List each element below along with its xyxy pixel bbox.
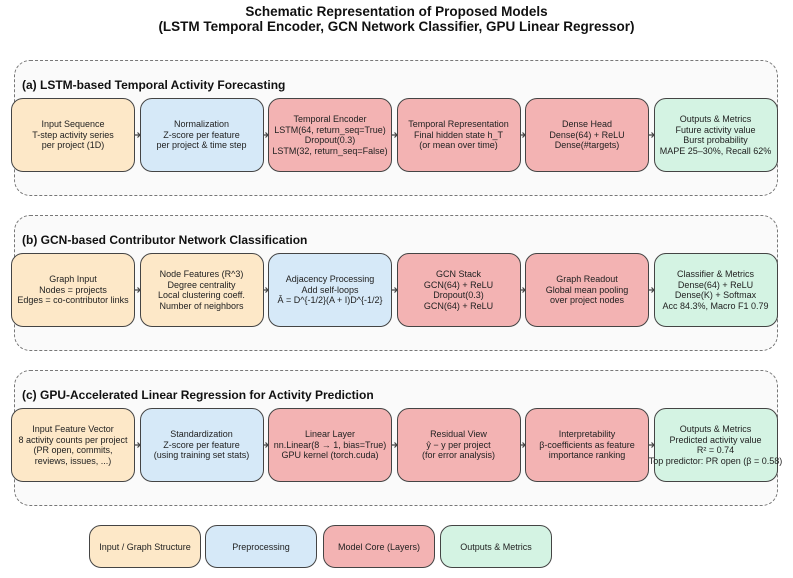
box-text-line: Future activity value (675, 124, 756, 135)
box-text-line: Degree centrality (167, 279, 236, 290)
diagram-title: Schematic Representation of Proposed Mod… (245, 4, 548, 19)
box-text-line: MAPE 25–30%, Recall 62% (659, 145, 772, 156)
box-text-line: Top predictor: PR open (β = 0.58) (648, 455, 783, 466)
panel-title: (a) LSTM-based Temporal Activity Forecas… (22, 78, 286, 92)
box-text-line: 8 activity counts per project (18, 434, 128, 445)
box-text-line: GCN(64) + ReLU (423, 279, 494, 290)
box-text-line: Node Features (R^3) (159, 269, 244, 279)
box-text-line: T-step activity series (32, 129, 114, 140)
box-text-line: (or mean over time) (419, 140, 498, 151)
box-text-line: GPU kernel (torch.cuda) (281, 450, 379, 461)
box-text-line: (for error analysis) (421, 450, 495, 461)
legend-item-core: Model Core (Layers) (323, 525, 435, 568)
box-text-line: Add self-loops (301, 284, 359, 295)
box-text-line: Dropout(0.3) (304, 135, 356, 145)
box-text-line: GCN Stack (435, 269, 481, 279)
box-text-line: Residual View (430, 429, 487, 440)
box-text-line: Standardization (170, 429, 233, 440)
box-text-line: Adjacency Processing (285, 274, 375, 285)
box-text-line: GCN(64) + ReLU (423, 300, 494, 311)
legend-item-pre: Preprocessing (205, 525, 317, 568)
legend-item-input: Input / Graph Structure (89, 525, 201, 568)
box-text-line: Interpretability (558, 429, 616, 440)
box-text-line: Outputs & Metrics (679, 424, 752, 434)
box-text-line: Global mean pooling (545, 284, 629, 295)
box-text-line: per project & time step (156, 140, 247, 151)
box-text-line: Outputs & Metrics (679, 114, 752, 124)
box-text-line: per project (1D) (41, 140, 105, 151)
box-text-line: importance ranking (548, 450, 626, 461)
legend-label: Outputs & Metrics (460, 541, 532, 552)
box-text-line: nn.Linear(8 → 1, bias=True) (273, 439, 387, 450)
box-text-line: Number of neighbors (159, 300, 244, 311)
box-text-line: Burst probability (683, 135, 748, 145)
box-text-line: Final hidden state h_T (413, 129, 504, 140)
box-text-line: β-coefficients as feature (539, 439, 635, 450)
box-text-line: Dense(64) + ReLU (549, 129, 625, 140)
box-text-line: R² = 0.74 (696, 445, 735, 455)
box-text-line: Input Feature Vector (32, 424, 114, 434)
legend-item-out: Outputs & Metrics (440, 525, 552, 568)
box-text-line: Local clustering coeff. (158, 290, 245, 300)
box-text-line: Dense(K) + Softmax (674, 290, 757, 300)
box-text-line: Graph Readout (556, 274, 618, 285)
box-text-line: Graph Input (49, 274, 97, 285)
legend-label: Input / Graph Structure (99, 541, 191, 552)
box-text-line: LSTM(32, return_seq=False) (272, 145, 388, 156)
box-text-line: Temporal Encoder (293, 114, 367, 124)
box-text-line: Classifier & Metrics (676, 269, 754, 279)
box-text-line: LSTM(64, return_seq=True) (274, 124, 386, 135)
diagram-subtitle: (LSTM Temporal Encoder, GCN Network Clas… (158, 19, 635, 34)
box-text-line: Edges = co-contributor links (17, 295, 129, 306)
box-text-line: reviews, issues, ...) (34, 455, 112, 466)
box-text-line: ŷ − y per project (426, 439, 491, 450)
box-text-line: Z-score per feature (163, 439, 240, 450)
box-text-line: (using training set stats) (153, 450, 250, 461)
box-text-line: Acc 84.3%, Macro F1 0.79 (662, 300, 769, 311)
legend-label: Preprocessing (232, 541, 290, 552)
box-text-line: Input Sequence (41, 119, 105, 130)
box-text-line: Dense Head (561, 119, 613, 130)
box-text-line: (PR open, commits, (33, 445, 113, 455)
box-text-line: Predicted activity value (669, 434, 762, 445)
box-text-line: Linear Layer (304, 429, 356, 440)
box-text-line: Nodes = projects (39, 284, 107, 295)
box-text-line: over project nodes (549, 295, 625, 306)
panel-title: (c) GPU-Accelerated Linear Regression fo… (22, 388, 374, 402)
box-text-line: Normalization (173, 119, 230, 130)
box-text-line: Â = D^{-1/2}(A + I)D^{-1/2} (277, 295, 383, 306)
legend-label: Model Core (Layers) (337, 541, 421, 552)
box-text-line: Temporal Representation (408, 119, 509, 130)
box-text-line: Dropout(0.3) (433, 290, 484, 300)
panel-title: (b) GCN-based Contributor Network Classi… (22, 233, 308, 247)
box-text-line: Dense(64) + ReLU (677, 279, 754, 290)
box-text-line: Z-score per feature (163, 129, 240, 140)
box-text-line: Dense(#targets) (554, 140, 620, 151)
